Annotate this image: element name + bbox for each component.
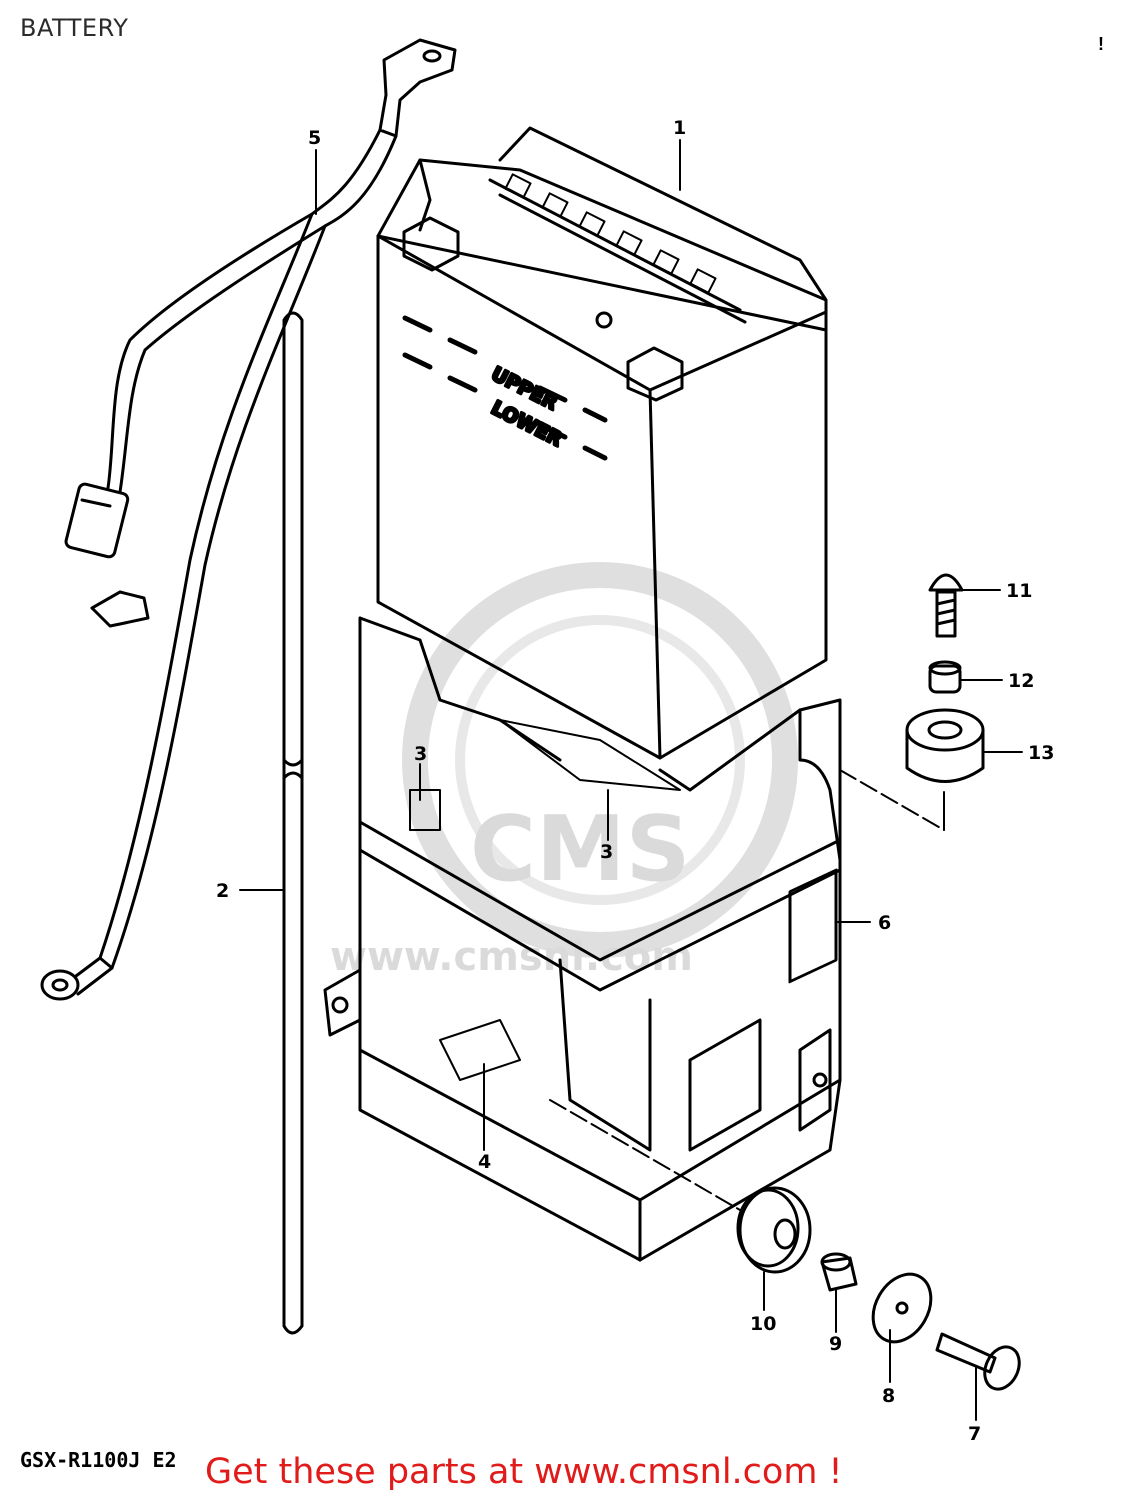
battery-cable-harness (40, 38, 457, 1001)
bolt-7 (935, 1332, 1021, 1391)
buy-parts-link[interactable]: Get these parts at www.cmsnl.com ! (205, 1452, 843, 1492)
callout-3a: 3 (414, 743, 427, 765)
cushion-13 (905, 708, 985, 783)
callout-12: 12 (1008, 670, 1034, 692)
callout-13: 13 (1028, 742, 1054, 764)
corner-mark: ! (1098, 34, 1104, 54)
callout-3b: 3 (600, 841, 613, 863)
callout-5: 5 (308, 127, 321, 149)
callout-10: 10 (750, 1313, 776, 1335)
callout-9: 9 (829, 1333, 842, 1355)
breather-tube (282, 311, 304, 1335)
collar-9 (820, 1252, 858, 1292)
watermark-logo-text: CMS (470, 797, 690, 902)
grommet-10 (736, 1186, 812, 1274)
callout-6: 6 (878, 912, 891, 934)
front-direction-arrow (90, 590, 150, 628)
battery: UPPER LOWER (376, 126, 828, 760)
washer-8 (871, 1272, 933, 1344)
page-title: BATTERY (20, 14, 129, 42)
callout-2: 2 (216, 880, 229, 902)
leader-lines (239, 139, 1023, 1421)
nut-12 (928, 660, 962, 694)
bolt-11 (928, 573, 964, 638)
lower-pad (439, 1019, 521, 1081)
battery-holder (323, 616, 842, 1262)
callout-11: 11 (1006, 580, 1032, 602)
callout-labels: 1 2 3 3 4 5 6 7 8 9 10 11 12 13 (216, 117, 1054, 1445)
callout-4: 4 (478, 1151, 491, 1173)
watermark-logo: CMS www.cmsnl.com (330, 562, 798, 980)
callout-1: 1 (673, 117, 686, 139)
battery-pads (409, 719, 681, 831)
callout-7: 7 (968, 1423, 981, 1445)
callout-8: 8 (882, 1385, 895, 1407)
model-code: GSX-R1100J E2 (20, 1448, 177, 1472)
